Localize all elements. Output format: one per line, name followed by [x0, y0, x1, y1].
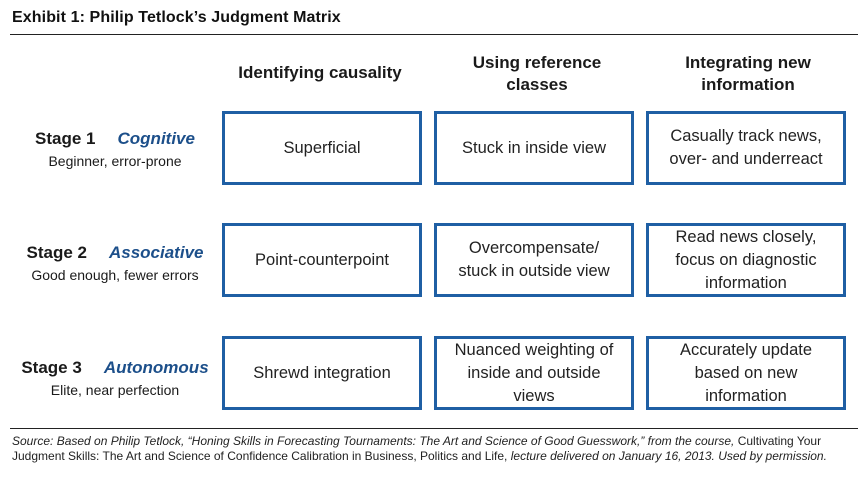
cell-line: focus on diagnostic [675, 250, 817, 269]
title-divider [10, 34, 858, 35]
matrix-cell: Shrewd integration [222, 336, 422, 410]
stage-mode: Cognitive [117, 129, 195, 148]
stage-label-2: Stage 2 Associative Good enough, fewer er… [10, 242, 220, 284]
column-header-line: Using reference [472, 53, 602, 72]
matrix-cell: Nuanced weighting of inside and outside … [434, 336, 634, 410]
cell-line: Shrewd integration [253, 363, 391, 382]
cell-line: Overcompensate/ [468, 239, 600, 257]
cell-line: information [705, 386, 787, 405]
stage-description: Good enough, fewer errors [31, 267, 199, 283]
source-text-end: lecture delivered on January 16, 2013. U… [510, 449, 827, 463]
column-header-line: Integrating new [685, 53, 811, 72]
source-course-title: Cultivating Your Judgment Skills: The Ar… [12, 434, 822, 463]
stage-mode: Autonomous [103, 358, 209, 377]
cell-line: Point-counterpoint [255, 250, 389, 269]
matrix-cell: Superficial [222, 111, 422, 185]
cell-line: stuck in outside view [458, 262, 610, 280]
column-header-line: information [701, 75, 795, 94]
column-header-label: Identifying causality [238, 63, 402, 82]
cell-line: Accurately update [679, 340, 813, 359]
source-note: Source: Based on Philip Tetlock, “Honing… [12, 434, 844, 464]
cell-line: inside and outside [467, 363, 601, 382]
stage-description: Beginner, error-prone [48, 153, 182, 169]
stage-label-1: Stage 1 Cognitive Beginner, error-prone [10, 128, 220, 170]
matrix-cell: Point-counterpoint [222, 223, 422, 297]
cell-line: Nuanced weighting of [454, 340, 614, 359]
stage-number: Stage 3 [21, 358, 82, 377]
cell-line: over- and underreact [669, 150, 823, 168]
matrix-cell: Stuck in inside view [434, 111, 634, 185]
source-divider [10, 428, 858, 429]
cell-line: Superficial [283, 138, 361, 157]
column-header-line: classes [506, 75, 568, 94]
cell-line: information [705, 273, 787, 292]
stage-number: Stage 2 [26, 243, 87, 262]
column-header-reference-classes: Using reference classes [437, 52, 637, 96]
matrix-cell: Casually track news, over- and underreac… [646, 111, 846, 185]
cell-line: Read news closely, [675, 227, 817, 246]
cell-line: views [513, 386, 555, 405]
stage-mode: Associative [108, 243, 204, 262]
matrix-cell: Accurately update based on new informati… [646, 336, 846, 410]
source-text: Source: Based on Philip Tetlock, “Honing… [12, 434, 735, 448]
cell-line: based on new [694, 363, 798, 382]
cell-line: Stuck in inside view [462, 138, 606, 157]
stage-description: Elite, near perfection [50, 382, 180, 398]
matrix-cell: Read news closely, focus on diagnostic i… [646, 223, 846, 297]
column-header-new-information: Integrating new information [648, 52, 848, 96]
matrix-cell: Overcompensate/ stuck in outside view [434, 223, 634, 297]
stage-number: Stage 1 [35, 129, 96, 148]
cell-line: Casually track news, [670, 127, 822, 145]
column-header-causality: Identifying causality [220, 62, 420, 84]
stage-label-3: Stage 3 Autonomous Elite, near perfection [10, 357, 220, 399]
exhibit-title: Exhibit 1: Philip Tetlock’s Judgment Mat… [12, 9, 341, 26]
